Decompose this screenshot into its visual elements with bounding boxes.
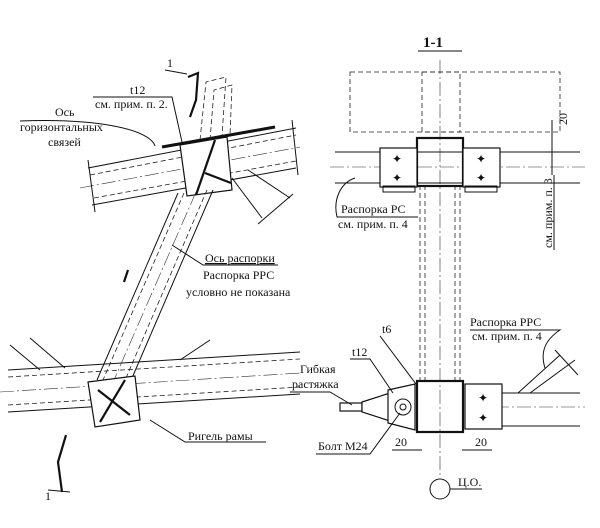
diagonal-strut <box>96 189 214 381</box>
svg-text:20: 20 <box>556 113 570 125</box>
lower-beam <box>0 337 301 413</box>
svg-text:Ригель рамы: Ригель рамы <box>188 429 253 443</box>
svg-text:Ц.О.: Ц.О. <box>458 475 481 489</box>
svg-text:20: 20 <box>395 435 407 449</box>
svg-text:см. прим. п. 4: см. прим. п. 4 <box>472 329 542 343</box>
svg-text:✦: ✦ <box>478 411 488 425</box>
svg-text:условно не показана: условно не показана <box>186 285 291 299</box>
top-plate-t12 <box>161 125 276 149</box>
svg-text:растяжка: растяжка <box>292 377 339 391</box>
right-view: 1-1 ✦✦ ✦✦ 20 см. прим. п. 3 <box>290 35 585 500</box>
top-beam-dashed <box>349 71 561 133</box>
svg-text:1: 1 <box>167 56 173 70</box>
svg-text:Распорка РРС: Распорка РРС <box>203 268 274 282</box>
top-node: ✦ ✦ ✦ ✦ <box>330 136 585 193</box>
left-view: 1 1 t12 см. прим. п. 2. Ось горизонтальн… <box>0 56 301 503</box>
svg-text:✦: ✦ <box>392 152 402 166</box>
svg-text:см. прим. п. 2.: см. прим. п. 2. <box>95 97 168 111</box>
section-mark-bottom: 1 <box>45 434 71 503</box>
svg-text:Гибкая: Гибкая <box>300 362 336 376</box>
svg-text:Распорка РС: Распорка РС <box>341 202 406 216</box>
svg-text:t12: t12 <box>130 83 145 97</box>
section-mark-top: 1 <box>164 56 200 118</box>
svg-text:t6: t6 <box>382 322 391 336</box>
svg-text:1: 1 <box>45 489 51 503</box>
side-brace <box>231 169 294 225</box>
svg-text:см. прим. п. 4: см. прим. п. 4 <box>338 217 408 231</box>
datum-marker <box>429 478 451 500</box>
svg-text:Болт М24: Болт М24 <box>318 439 368 453</box>
svg-text:✦: ✦ <box>476 152 486 166</box>
svg-text:связей: связей <box>48 135 81 149</box>
svg-text:✦: ✦ <box>476 171 486 185</box>
svg-text:t12: t12 <box>352 345 367 359</box>
svg-text:Ось распорки: Ось распорки <box>205 251 275 265</box>
column-dashed <box>199 76 233 141</box>
svg-text:✦: ✦ <box>392 171 402 185</box>
bottom-node: ✦✦ <box>415 349 585 434</box>
svg-text:см. прим. п. 3: см. прим. п. 3 <box>541 178 555 248</box>
column <box>419 60 461 478</box>
svg-text:горизонтальных: горизонтальных <box>20 120 103 134</box>
section-title: 1-1 <box>423 35 443 51</box>
svg-text:Распорка РРС: Распорка РРС <box>470 315 541 329</box>
tie-rod <box>339 383 416 431</box>
svg-text:✦: ✦ <box>478 391 488 405</box>
svg-text:20: 20 <box>475 435 487 449</box>
svg-text:Ось: Ось <box>55 105 75 119</box>
